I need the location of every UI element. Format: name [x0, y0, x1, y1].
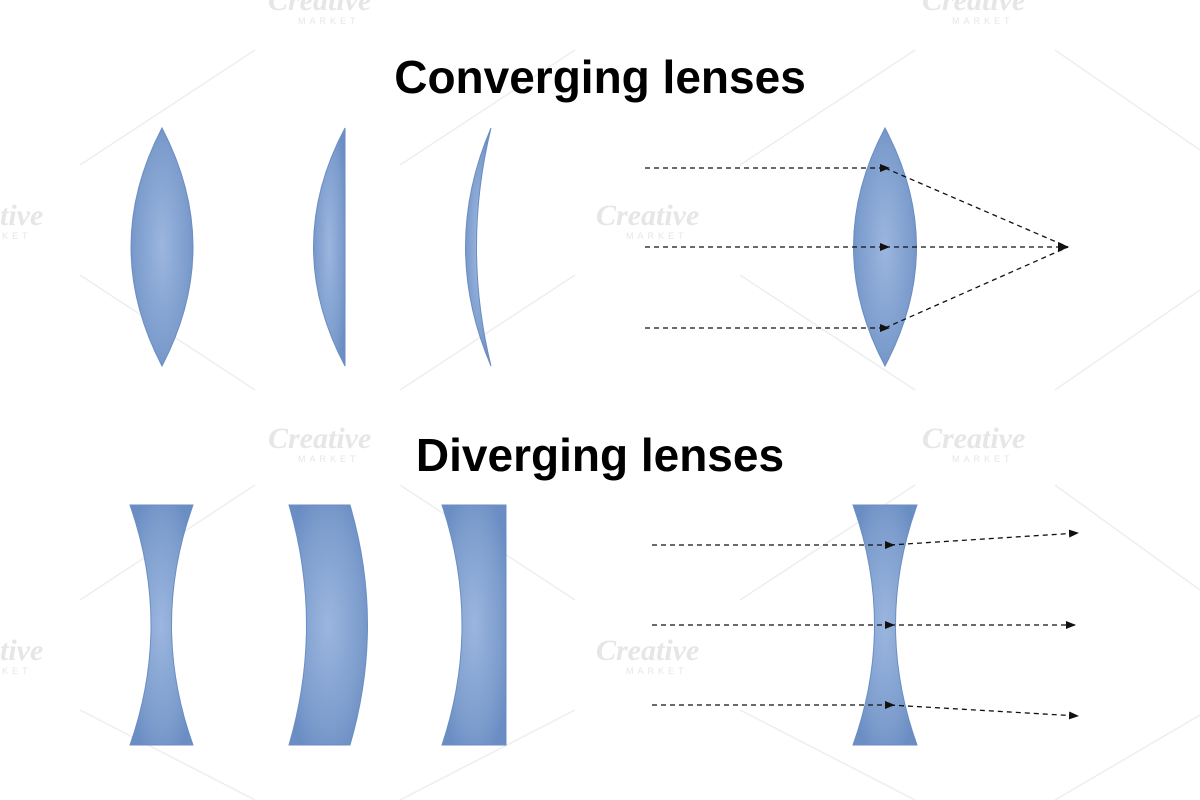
refracted-ray	[884, 246, 1069, 329]
positive-meniscus-lens	[465, 127, 492, 367]
negative-meniscus-lens	[288, 504, 368, 746]
svg-text:Creative: Creative	[922, 422, 1025, 455]
svg-text:MARKET: MARKET	[626, 666, 688, 676]
svg-text:MARKET: MARKET	[298, 16, 360, 26]
diverging-ray-diagram	[652, 504, 1079, 746]
svg-text:MARKET: MARKET	[0, 231, 32, 241]
refracted-ray	[889, 529, 1079, 546]
watermark-logo: Creative MARKET	[0, 199, 43, 241]
svg-text:Creative: Creative	[0, 199, 43, 232]
watermark-logo: Creative MARKET	[596, 634, 699, 676]
svg-text:MARKET: MARKET	[952, 454, 1014, 464]
svg-text:MARKET: MARKET	[0, 666, 32, 676]
watermark-logo: Creative MARKET	[268, 422, 371, 464]
watermark-lines	[79, 49, 1200, 800]
watermark-logos: Creative MARKET Creative MARKET Creative…	[0, 0, 1025, 676]
svg-text:MARKET: MARKET	[952, 16, 1014, 26]
svg-text:Creative: Creative	[0, 634, 43, 667]
watermark-logo: Creative MARKET	[922, 0, 1025, 26]
watermark-logo: Creative MARKET	[268, 0, 371, 26]
diverging-lenses	[129, 504, 507, 746]
plano-concave-lens	[441, 504, 507, 746]
svg-text:MARKET: MARKET	[298, 454, 360, 464]
watermark-logo: Creative MARKET	[0, 634, 43, 676]
watermark-logo: Creative MARKET	[596, 199, 699, 241]
svg-text:Creative: Creative	[922, 0, 1025, 17]
focal-point-arrow	[1058, 242, 1069, 252]
svg-text:MARKET: MARKET	[626, 231, 688, 241]
svg-text:Creative: Creative	[268, 0, 371, 17]
svg-text:Creative: Creative	[596, 634, 699, 667]
converging-lenses	[130, 126, 492, 368]
converging-ray-diagram	[645, 126, 1069, 368]
biconcave-lens	[129, 504, 194, 746]
watermark-logo: Creative MARKET	[922, 422, 1025, 464]
diverging-lenses-title: Diverging lenses	[415, 429, 785, 481]
biconvex-lens	[130, 126, 194, 368]
svg-text:Creative: Creative	[268, 422, 371, 455]
refracted-ray	[884, 167, 1069, 248]
svg-text:Creative: Creative	[596, 199, 699, 232]
converging-lenses-title: Converging lenses	[394, 51, 806, 103]
plano-convex-lens	[313, 127, 346, 367]
refracted-ray	[889, 704, 1079, 720]
